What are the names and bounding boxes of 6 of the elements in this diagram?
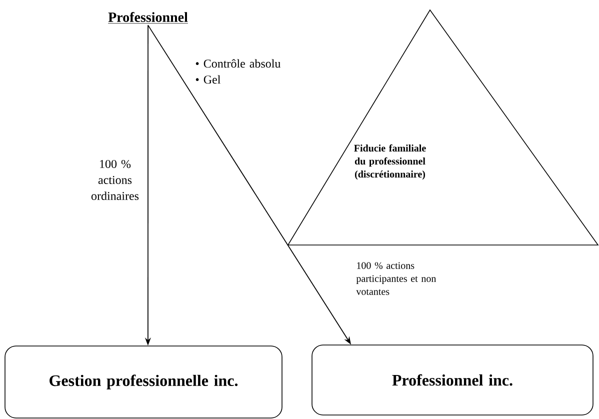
process-box: Professionnel inc. — [312, 344, 594, 416]
process-box: Gestion professionnelle inc. — [4, 346, 282, 418]
note-text: 100 % actions participantes et non votantes — [356, 262, 436, 295]
edge-label: • Contrôle absolu • Gel — [194, 58, 286, 85]
heading-text: Professionnel — [108, 12, 188, 24]
edge-label: 100 % actions ordinaires — [88, 158, 142, 202]
